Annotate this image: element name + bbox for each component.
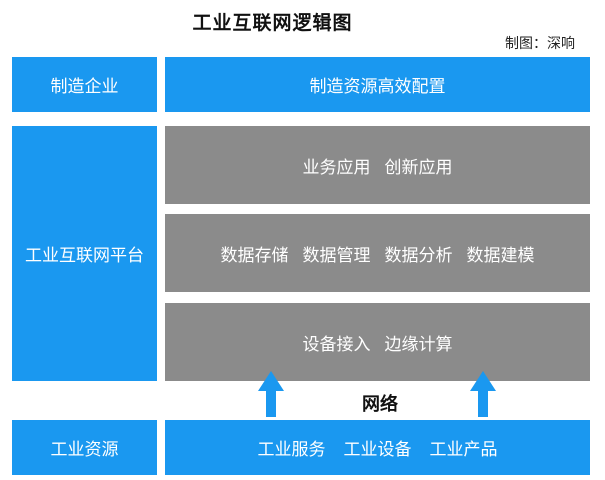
- up-arrow-icon: [470, 371, 496, 417]
- credit-label: 制图：深响: [505, 36, 575, 52]
- manufacturing-enterprise-box: 制造企业: [12, 57, 157, 112]
- access-item-device: 设备接入: [302, 334, 371, 355]
- access-layer: 设备接入 边缘计算: [165, 303, 590, 381]
- resource-item-equipment: 工业设备: [343, 440, 412, 460]
- data-item-storage: 数据存储: [220, 245, 289, 266]
- data-item-analysis: 数据分析: [384, 245, 453, 266]
- up-arrow-icon: [258, 371, 284, 417]
- resource-allocation-bar: 制造资源高效配置: [165, 57, 590, 112]
- application-item-business: 业务应用: [302, 157, 371, 178]
- access-item-edge: 边缘计算: [384, 334, 453, 355]
- network-label: 网络: [362, 394, 398, 415]
- resource-item-services: 工业服务: [257, 440, 326, 460]
- data-item-management: 数据管理: [302, 245, 371, 266]
- industrial-resources-box: 工业资源: [12, 420, 157, 475]
- application-layer: 业务应用 创新应用: [165, 126, 590, 204]
- diagram-title: 工业互联网逻辑图: [192, 12, 353, 34]
- data-item-modeling: 数据建模: [466, 245, 535, 266]
- resource-item-products: 工业产品: [429, 440, 498, 460]
- industrial-internet-platform-box: 工业互联网平台: [12, 126, 157, 381]
- data-layer: 数据存储 数据管理 数据分析 数据建模: [165, 214, 590, 292]
- industrial-resources-bar: 工业服务 工业设备 工业产品: [165, 420, 590, 475]
- application-item-innovation: 创新应用: [384, 157, 453, 178]
